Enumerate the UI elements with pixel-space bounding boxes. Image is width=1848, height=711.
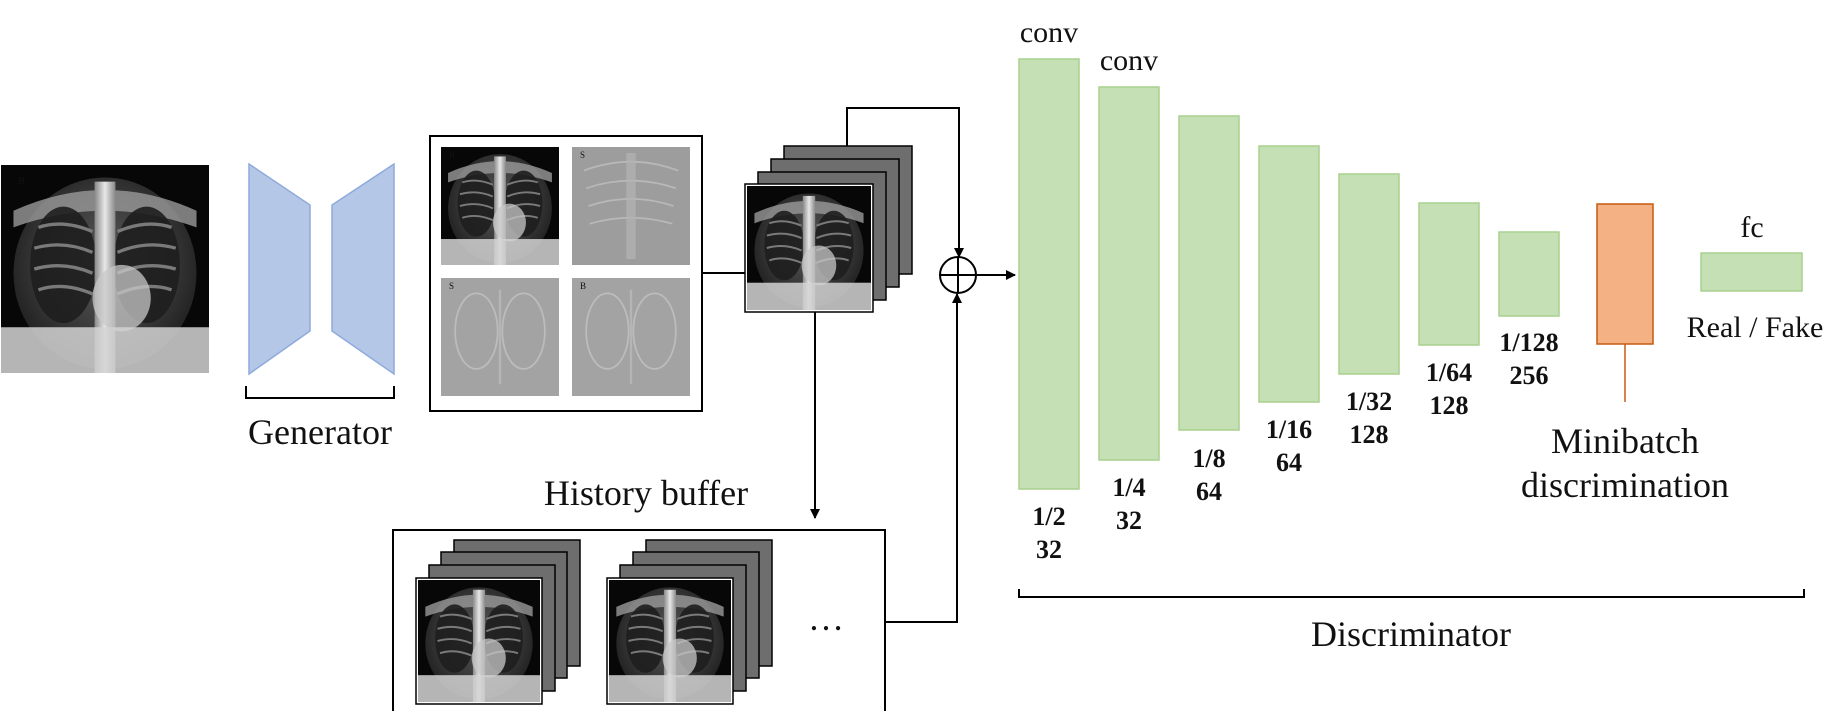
disc-layer-4 (1258, 145, 1320, 403)
layer-1-scale: 1/2 (1032, 502, 1065, 531)
stack-to-concat-arrow (846, 107, 964, 258)
layer-7-channels: 256 (1510, 361, 1549, 390)
output-xray-image: R (441, 147, 559, 265)
svg-text:B: B (580, 281, 586, 291)
svg-text:R: R (449, 150, 455, 160)
input-xray-marker: R (18, 175, 26, 187)
history-buffer-title: History buffer (544, 473, 748, 513)
minibatch-label-line1: Minibatch (1551, 421, 1699, 461)
minibatch-discrimination: Minibatch discrimination (1521, 203, 1729, 505)
layer-4-scale: 1/16 (1266, 415, 1312, 444)
layer-5-scale: 1/32 (1346, 387, 1392, 416)
disc-layer-3 (1178, 115, 1240, 431)
layer-5-channels: 128 (1350, 420, 1389, 449)
layer-2-scale: 1/4 (1112, 473, 1145, 502)
generator-brace (245, 386, 395, 399)
layer-3-scale: 1/8 (1192, 444, 1225, 473)
disc-layer-6 (1418, 202, 1480, 346)
generator-output-panel: R S S B (429, 135, 703, 412)
layer-7-scale: 1/128 (1499, 328, 1558, 357)
generator-decoder (331, 162, 395, 376)
svg-text:S: S (580, 150, 585, 160)
output-bone-image: S (572, 147, 690, 265)
history-stack-2 (606, 539, 773, 705)
disc-layer-2 (1098, 86, 1160, 461)
real-fake-label: Real / Fake (1687, 311, 1824, 344)
discriminator-layers (1018, 58, 1560, 490)
history-buffer: History buffer … (392, 473, 886, 711)
minibatch-label-line2: discrimination (1521, 465, 1729, 505)
generator-label: Generator (248, 412, 392, 452)
svg-text:S: S (449, 281, 454, 291)
generator-encoder (248, 162, 311, 376)
disc-layer-5 (1338, 173, 1400, 375)
discriminator-layer-dims: 1/2 32 1/4 32 1/8 64 1/16 64 1/32 128 1/… (1032, 328, 1558, 564)
layer-3-channels: 64 (1196, 477, 1222, 506)
discriminator-block: conv conv 1/2 32 1/4 32 1/8 64 1/16 64 1… (1018, 16, 1824, 654)
generated-image-stack (744, 145, 913, 313)
discriminator-label: Discriminator (1311, 614, 1511, 654)
generator-block: Generator (245, 162, 395, 452)
layer-6-scale: 1/64 (1426, 358, 1472, 387)
conv-label-2: conv (1100, 44, 1158, 77)
concatenation-node (939, 256, 977, 294)
output-vessel-image: B (572, 278, 690, 396)
history-ellipsis: … (808, 598, 844, 638)
input-xray-image: R (0, 165, 210, 373)
history-stack-1 (415, 539, 581, 705)
layer-4-channels: 64 (1276, 448, 1302, 477)
discriminator-brace (1018, 589, 1805, 598)
disc-layer-1 (1018, 58, 1080, 490)
layer-6-channels: 128 (1430, 391, 1469, 420)
layer-1-channels: 32 (1036, 535, 1062, 564)
fc-layer: fc Real / Fake (1687, 211, 1824, 344)
history-to-concat-arrow (885, 293, 962, 623)
conv-label-1: conv (1020, 16, 1078, 49)
disc-layer-7 (1498, 231, 1560, 317)
layer-2-channels: 32 (1116, 506, 1142, 535)
fc-label: fc (1740, 211, 1763, 244)
output-soft-tissue-image: S (441, 278, 559, 396)
